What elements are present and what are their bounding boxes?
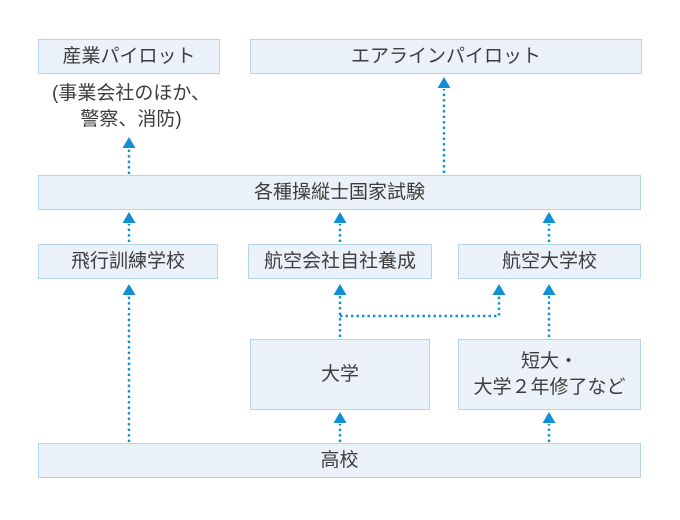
node-label: 大学 bbox=[320, 363, 359, 385]
node-junior-college: 短大・ 大学２年修了など bbox=[458, 339, 641, 410]
node-industrial-pilot: 産業パイロット bbox=[38, 39, 220, 74]
node-airline-pilot: エアラインパイロット bbox=[250, 39, 642, 74]
industrial-pilot-note: (事業会社のほか、 警察、消防) bbox=[25, 81, 237, 133]
node-national-exam: 各種操縦士国家試験 bbox=[38, 175, 641, 210]
arrowhead-icon bbox=[542, 284, 556, 295]
note-line: (事業会社のほか、 bbox=[52, 83, 210, 104]
arrowhead-icon bbox=[122, 284, 136, 295]
node-label: エアラインパイロット bbox=[350, 45, 541, 67]
node-aviation-college: 航空大学校 bbox=[458, 244, 641, 279]
node-label: 航空大学校 bbox=[501, 250, 597, 272]
arrowhead-icon bbox=[122, 212, 136, 223]
node-university: 大学 bbox=[250, 339, 430, 410]
note-line: 警察、消防) bbox=[80, 109, 182, 130]
node-label: 航空会社自社養成 bbox=[263, 250, 416, 272]
node-label: 各種操縦士国家試験 bbox=[253, 181, 425, 203]
arrowhead-icon bbox=[542, 412, 556, 423]
node-high-school: 高校 bbox=[38, 443, 641, 478]
arrow-univ-branch-to-avcollege bbox=[340, 296, 501, 318]
arrowhead-icon bbox=[333, 284, 347, 295]
node-label: 産業パイロット bbox=[62, 45, 196, 67]
arrowhead-icon bbox=[437, 77, 451, 88]
node-flight-training-school: 飛行訓練学校 bbox=[38, 244, 218, 279]
node-label: 飛行訓練学校 bbox=[70, 250, 185, 272]
arrowhead-icon bbox=[542, 212, 556, 223]
arrowhead-icon bbox=[333, 212, 347, 223]
arrowhead-icon bbox=[122, 137, 136, 148]
arrowhead-icon bbox=[333, 412, 347, 423]
arrowhead-icon bbox=[492, 284, 506, 295]
node-label: 短大・ bbox=[520, 350, 578, 372]
node-label: 大学２年修了など bbox=[473, 376, 626, 398]
node-label: 高校 bbox=[320, 449, 359, 471]
node-airline-inhouse-training: 航空会社自社養成 bbox=[248, 244, 432, 279]
